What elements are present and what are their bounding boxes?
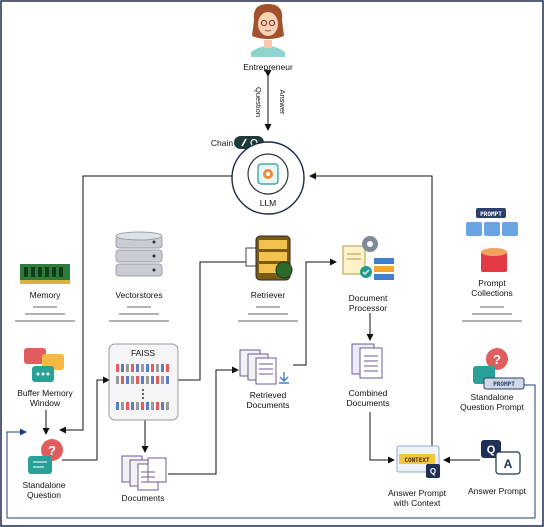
edges (6, 70, 536, 519)
edge-standalone-to-faiss (62, 376, 110, 461)
edge-retrieved-to-processor (293, 258, 337, 366)
vectorstores-icon (115, 231, 163, 277)
answer-prompt-with-context-icon: CONTEXT Q (396, 445, 440, 478)
edge-documents-to-retrieved (168, 366, 239, 475)
answer-prompt-label: Answer Prompt (468, 486, 527, 496)
memory-separator (15, 306, 75, 322)
faiss-label: FAISS (131, 348, 155, 358)
faiss-vectors-icon (116, 364, 169, 410)
documents-label: Documents (122, 493, 165, 503)
memory-icon (20, 264, 70, 284)
vectorstores-separator (109, 306, 169, 322)
answer-prompt-with-context-label-2: with Context (393, 498, 441, 508)
standalone-question-prompt-icon: ? PROMPT (473, 348, 525, 390)
question-label: Question (254, 87, 263, 117)
memory-label: Memory (30, 290, 61, 300)
edge-standalone-prompt-loop (6, 384, 536, 519)
answer-prompt-with-context-label-1: Answer Prompt (388, 488, 447, 498)
context-tag: CONTEXT (404, 457, 430, 464)
llm-label: LLM (260, 198, 277, 208)
prompt-collections-icon: PROMPT (466, 208, 518, 272)
entrepreneur-label: Entrepreneur (243, 62, 293, 72)
standalone-question-prompt-label-1: Standalone (470, 392, 513, 402)
buffer-memory-window-label-2: Window (30, 398, 61, 408)
answer-label: Answer (278, 89, 287, 115)
retriever-label: Retriever (251, 290, 286, 300)
retriever-icon (245, 235, 293, 281)
entrepreneur-icon (251, 4, 285, 57)
buffer-memory-window-icon (24, 348, 64, 382)
prompt-collections-label-2: Collections (471, 288, 513, 298)
combined-documents-label-1: Combined (349, 388, 388, 398)
prompt-collections-label-1: Prompt (478, 278, 506, 288)
edge-faiss-retriever (172, 261, 246, 384)
edge-answer-context-to-llm (309, 172, 433, 446)
standalone-question-icon: ? (28, 439, 63, 474)
standalone-question-prompt-tag: PROMPT (493, 381, 515, 388)
document-processor-label-1: Document (349, 293, 388, 303)
retrieved-documents-icon (239, 349, 289, 385)
answer-prompt-q: Q (487, 444, 496, 456)
document-processor-label-2: Processor (349, 303, 387, 313)
retrieved-documents-label-1: Retrieved (250, 390, 287, 400)
standalone-question-label-2: Question (27, 490, 61, 500)
prompt-collections-tag: PROMPT (480, 211, 502, 218)
retriever-separator (238, 306, 298, 322)
svg-text:?: ? (493, 352, 501, 367)
edge-llm-to-standalone-question (59, 175, 232, 434)
buffer-memory-window-label-1: Buffer Memory (17, 388, 73, 398)
retrieved-documents-label-2: Documents (247, 400, 290, 410)
vectorstores-label: Vectorstores (115, 290, 162, 300)
edge-combined-to-answer-context (369, 412, 395, 464)
svg-text:?: ? (48, 443, 56, 458)
combined-documents-label-2: Documents (347, 398, 390, 408)
llm-icon (231, 141, 305, 215)
documents-icon (121, 455, 167, 491)
combined-documents-icon (351, 343, 383, 379)
svg-text:Q: Q (430, 467, 436, 476)
standalone-question-prompt-label-2: Question Prompt (460, 402, 524, 412)
standalone-question-label-1: Standalone (22, 480, 65, 490)
prompt-collections-separator (462, 306, 522, 322)
answer-prompt-icon: Q A (481, 440, 521, 475)
answer-prompt-a: A (504, 457, 513, 471)
chain-label: Chain (211, 138, 233, 148)
document-processor-icon (342, 236, 394, 280)
